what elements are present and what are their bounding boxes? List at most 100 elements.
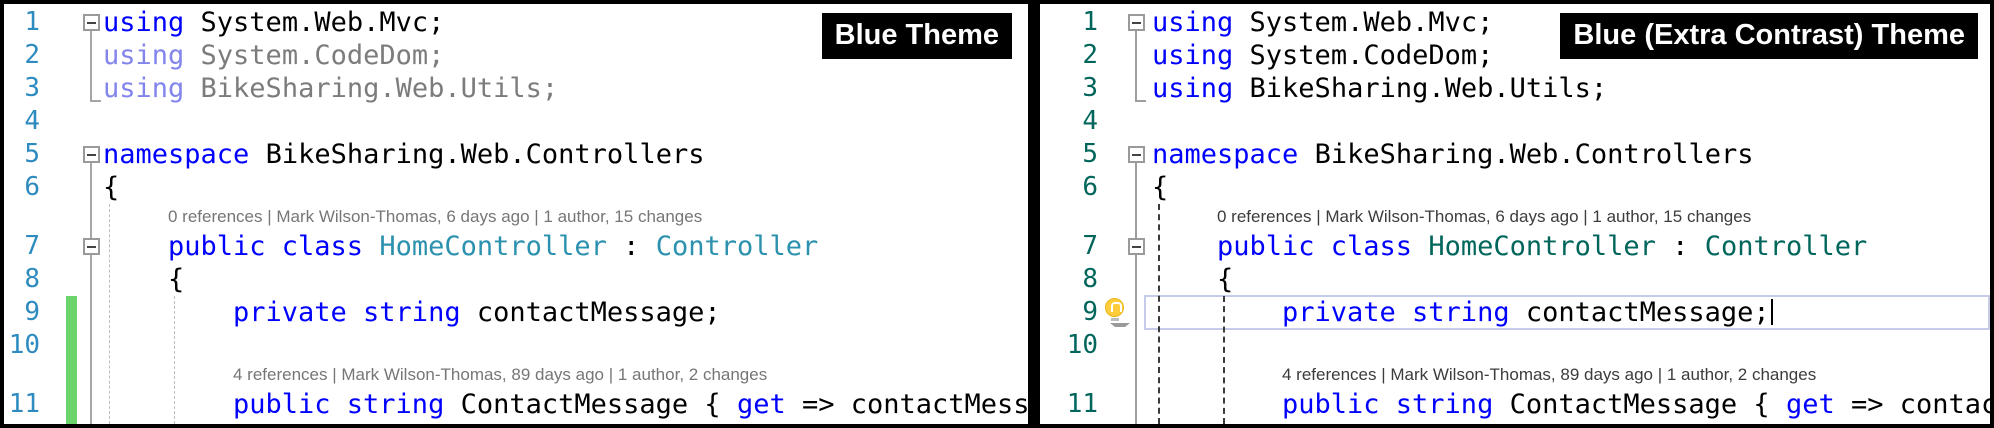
code-line: 4 xyxy=(1040,105,1990,138)
codelens-info[interactable]: 0 references | Mark Wilson-Thomas, 6 day… xyxy=(168,207,703,226)
outline-line xyxy=(90,255,92,424)
code-token: get xyxy=(736,389,786,420)
code-text[interactable]: using System.Web.Mvc; xyxy=(1152,6,1493,39)
outline-line xyxy=(90,163,92,238)
line-number: 7 xyxy=(1082,231,1098,261)
code-token: HomeController xyxy=(1428,231,1656,262)
outline-line xyxy=(1135,31,1146,102)
outline-line xyxy=(1135,163,1137,238)
code-token: Controller xyxy=(1704,231,1868,262)
code-line: 8{ xyxy=(4,263,1028,296)
code-text[interactable]: using System.CodeDom; xyxy=(103,39,444,72)
line-number: 5 xyxy=(24,139,40,169)
codelens-row: 0 references | Mark Wilson-Thomas, 6 day… xyxy=(1040,204,1990,230)
line-number: 1 xyxy=(24,7,40,37)
line-number: 10 xyxy=(1066,330,1098,360)
change-tracking-bar xyxy=(66,296,77,424)
code-text[interactable]: namespace BikeSharing.Web.Controllers xyxy=(103,138,704,171)
code-token: : xyxy=(606,231,656,262)
line-number: 3 xyxy=(24,73,40,103)
codelens-info[interactable]: 4 references | Mark Wilson-Thomas, 89 da… xyxy=(1282,365,1817,384)
code-token: BikeSharing.Web.Utils; xyxy=(184,73,559,104)
code-line: 1 using System.Web.Mvc; xyxy=(4,6,1028,39)
code-line: 5 namespace BikeSharing.Web.Controllers xyxy=(4,138,1028,171)
code-token xyxy=(363,231,379,262)
code-token: Controller xyxy=(655,231,819,262)
fold-toggle-icon[interactable] xyxy=(83,238,100,255)
code-token: using xyxy=(103,7,185,38)
code-token: => contactMessage xyxy=(1850,389,1990,420)
code-line: 7 public class HomeController : Controlle… xyxy=(1040,230,1990,263)
outline-line xyxy=(1135,255,1137,424)
code-token: public class xyxy=(1217,231,1413,262)
code-text[interactable]: public string ContactMessage { get => co… xyxy=(233,388,1028,421)
code-text[interactable]: namespace BikeSharing.Web.Controllers xyxy=(1152,138,1753,171)
codelens-info[interactable]: 4 references | Mark Wilson-Thomas, 89 da… xyxy=(233,365,768,384)
fold-toggle-icon[interactable] xyxy=(1128,238,1145,255)
code-text[interactable]: private string contactMessage; xyxy=(1282,296,1773,329)
code-text[interactable]: using System.CodeDom; xyxy=(1152,39,1493,72)
code-token: => contactMessage xyxy=(801,389,1028,420)
code-text[interactable]: private string contactMessage; xyxy=(233,296,721,329)
code-line: 6{ xyxy=(4,171,1028,204)
code-token: public string xyxy=(233,389,445,420)
line-number: 4 xyxy=(24,106,40,136)
code-token: BikeSharing.Web.Controllers xyxy=(249,139,705,170)
code-line: 10 xyxy=(1040,329,1990,362)
code-text[interactable]: using BikeSharing.Web.Utils; xyxy=(103,72,558,105)
fold-toggle-icon[interactable] xyxy=(83,146,100,163)
code-token: private string xyxy=(233,297,461,328)
lightbulb-chev xyxy=(1110,323,1130,331)
code-token: System.Web.Mvc; xyxy=(184,7,445,38)
fold-toggle-icon[interactable] xyxy=(1128,14,1145,31)
line-number: 8 xyxy=(1082,264,1098,294)
code-text[interactable]: { xyxy=(1152,171,1168,204)
code-token: { xyxy=(1152,172,1169,203)
code-token: using xyxy=(1152,40,1234,71)
line-number: 9 xyxy=(1082,297,1098,327)
code-token: System.CodeDom; xyxy=(184,40,445,71)
code-token: namespace xyxy=(1152,139,1299,170)
code-line: 11 public string ContactMessage { get => … xyxy=(1040,388,1990,421)
codelens-info[interactable]: 0 references | Mark Wilson-Thomas, 6 day… xyxy=(1217,207,1752,226)
code-token: HomeController xyxy=(379,231,607,262)
code-text[interactable]: public class HomeController : Controller xyxy=(1217,230,1867,263)
code-token: ContactMessage { xyxy=(444,389,737,420)
lightbulb-base xyxy=(1111,318,1119,321)
code-text[interactable]: { xyxy=(1217,263,1233,296)
code-line: 8{ xyxy=(1040,263,1990,296)
code-token: private string xyxy=(1282,297,1510,328)
code-text[interactable]: { xyxy=(168,263,184,296)
lightbulb-icon[interactable] xyxy=(1102,298,1130,331)
codelens-row: 0 references | Mark Wilson-Thomas, 6 day… xyxy=(4,204,1028,230)
line-number: 11 xyxy=(1066,389,1098,419)
code-text[interactable]: using System.Web.Mvc; xyxy=(103,6,444,39)
code-text[interactable]: { xyxy=(103,171,119,204)
code-text[interactable]: public string ContactMessage { get => co… xyxy=(1282,388,1990,421)
codelens-row: 4 references | Mark Wilson-Thomas, 89 da… xyxy=(1040,362,1990,388)
lightbulb-shine xyxy=(1111,302,1122,312)
code-text[interactable]: using BikeSharing.Web.Utils; xyxy=(1152,72,1607,105)
code-token: System.Web.Mvc; xyxy=(1233,7,1494,38)
line-number: 4 xyxy=(1082,106,1098,136)
code-text[interactable]: public class HomeController : Controller xyxy=(168,230,818,263)
code-token: using xyxy=(1152,73,1234,104)
fold-toggle-icon[interactable] xyxy=(1128,146,1145,163)
text-caret xyxy=(1770,299,1773,325)
fold-toggle-icon[interactable] xyxy=(83,14,100,31)
code-token: contactMessage; xyxy=(460,297,721,328)
outline-line xyxy=(90,31,101,102)
code-token: get xyxy=(1785,389,1835,420)
code-token: { xyxy=(168,264,185,295)
code-token: public string xyxy=(1282,389,1494,420)
code-token: using xyxy=(1152,7,1234,38)
code-token: namespace xyxy=(103,139,250,170)
code-token: BikeSharing.Web.Utils; xyxy=(1233,73,1608,104)
